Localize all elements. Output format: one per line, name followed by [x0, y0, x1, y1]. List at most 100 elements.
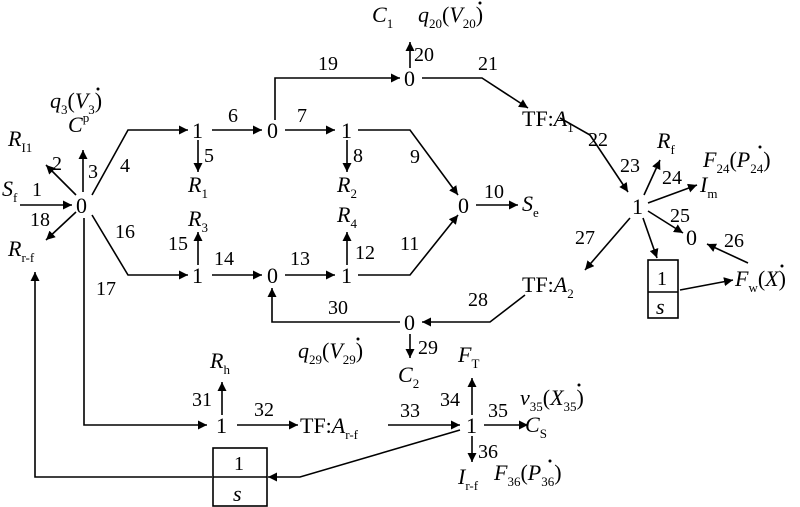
bond-9-line	[358, 129, 459, 196]
label-c1: C1	[372, 2, 393, 31]
junction-top-1: 1	[192, 118, 203, 143]
label-f36: F36(P36)	[493, 460, 562, 489]
bond-number-22: 22	[588, 129, 608, 151]
bond-17-line	[83, 218, 207, 430]
bond-number-24: 24	[662, 167, 682, 189]
label-im: Im	[699, 172, 717, 201]
junction-mid-top-1: 1	[341, 118, 352, 143]
integrator-bottom-denominator: s	[233, 481, 242, 506]
label-rf: Rf	[656, 128, 675, 157]
label-tf-a1: TF:A1	[522, 106, 574, 135]
bond-number-16: 16	[115, 221, 135, 243]
label-irf: Ir-f	[457, 464, 479, 493]
label-f24: F24(P24)	[702, 147, 771, 176]
bond-number-4: 4	[120, 155, 130, 177]
integrator-right: 1 s	[647, 259, 679, 319]
label-fw: Fw(X)	[734, 266, 786, 295]
bond-number-19: 19	[318, 53, 338, 75]
bond-integrator-bottom-in	[268, 429, 461, 482]
v35-dot-icon	[577, 383, 581, 387]
bond-number-25: 25	[670, 205, 690, 227]
bond-number-7: 7	[297, 105, 307, 127]
label-se: Se	[522, 191, 539, 220]
junction-mid-lower-1: 1	[341, 263, 352, 288]
bond-number-10: 10	[484, 181, 504, 203]
bond-number-18: 18	[30, 209, 50, 231]
bond-number-26: 26	[724, 230, 744, 252]
bond-23-line	[643, 159, 661, 196]
label-v35: v35(X35)	[520, 385, 584, 414]
integrator-right-denominator: s	[656, 294, 665, 319]
label-cp: Cp	[68, 110, 89, 137]
label-cs: CS	[525, 412, 547, 441]
bond-number-11: 11	[400, 233, 419, 255]
bond-19-line	[274, 73, 400, 120]
junction-s-1: 1	[466, 413, 477, 438]
bond-16-line	[91, 214, 188, 280]
bond-number-29: 29	[418, 337, 438, 359]
bond-21-line	[422, 77, 529, 109]
bond-25-line	[647, 210, 684, 234]
fw-dot-icon	[780, 264, 784, 268]
label-tf-a2: TF:A2	[522, 272, 574, 301]
junction-small-0: 0	[686, 225, 697, 250]
bond-number-36: 36	[478, 441, 498, 463]
integrator-right-numerator: 1	[657, 268, 667, 290]
label-r-i1: RI1	[7, 126, 32, 155]
bond-18-line	[45, 211, 77, 241]
label-ft: FT	[457, 342, 479, 371]
bond-number-6: 6	[228, 105, 238, 127]
f24-dot-icon	[758, 145, 762, 149]
integrator-bottom: 1 s	[212, 447, 268, 507]
f36-dot-icon	[548, 459, 552, 463]
bond-number-1: 1	[32, 179, 42, 201]
label-rh: Rh	[209, 348, 230, 377]
bond-number-9: 9	[410, 146, 420, 168]
junction-left-0: 0	[76, 193, 87, 218]
junction-lower-0: 0	[267, 263, 278, 288]
bond-27-line	[584, 217, 631, 271]
bond-number-17: 17	[96, 278, 116, 300]
bond-numbers: 1 2 3 4 5 6 7 8 9 10 11 12 13 14 15 16 1…	[30, 44, 744, 463]
element-labels: Sf RI1 Rr-f q3(V3) Cp R1 R3 R2 R4 Se C1 …	[2, 1, 786, 493]
bond-11-line	[358, 214, 459, 276]
integrator-bottom-numerator: 1	[234, 453, 244, 475]
bond-26-line	[706, 243, 749, 264]
q3-dot-icon	[96, 87, 100, 91]
label-r4: R4	[336, 202, 357, 231]
label-q29: q29(V29)	[298, 338, 363, 367]
bond-number-13: 13	[290, 248, 310, 270]
bond-number-12: 12	[355, 242, 375, 264]
label-sf: Sf	[2, 176, 18, 205]
q20-dot-icon	[478, 1, 482, 5]
q29-dot-icon	[356, 337, 360, 341]
bond-number-5: 5	[204, 145, 214, 167]
label-q20: q20(V20)	[418, 2, 483, 31]
bond-22-line	[559, 117, 629, 193]
bond-lines	[20, 42, 749, 482]
label-r3: R3	[187, 206, 208, 235]
bond-integrator-right-in	[642, 217, 659, 259]
bond-number-20: 20	[414, 44, 434, 66]
bond-number-2: 2	[52, 153, 62, 175]
junction-upper-0: 0	[404, 66, 415, 91]
bond-number-23: 23	[620, 155, 640, 177]
junction-right-0: 0	[458, 193, 469, 218]
bond-24-line	[647, 183, 698, 204]
bond-number-33: 33	[400, 400, 420, 422]
bond-number-14: 14	[214, 248, 234, 270]
bond-number-32: 32	[254, 399, 274, 421]
junction-motor-1: 1	[632, 194, 643, 219]
label-c2: C2	[398, 362, 419, 391]
bond-number-28: 28	[468, 289, 488, 311]
bond-number-8: 8	[353, 145, 363, 167]
bond-integrator-right-out	[679, 277, 734, 291]
bond-number-27: 27	[575, 227, 595, 249]
bond-number-15: 15	[168, 233, 188, 255]
bond-4-line	[91, 125, 188, 196]
label-tf-arf: TF:Ar-f	[300, 413, 359, 442]
bond-number-35: 35	[488, 400, 508, 422]
junction-top-0: 0	[267, 118, 278, 143]
junction-h-1: 1	[216, 413, 227, 438]
